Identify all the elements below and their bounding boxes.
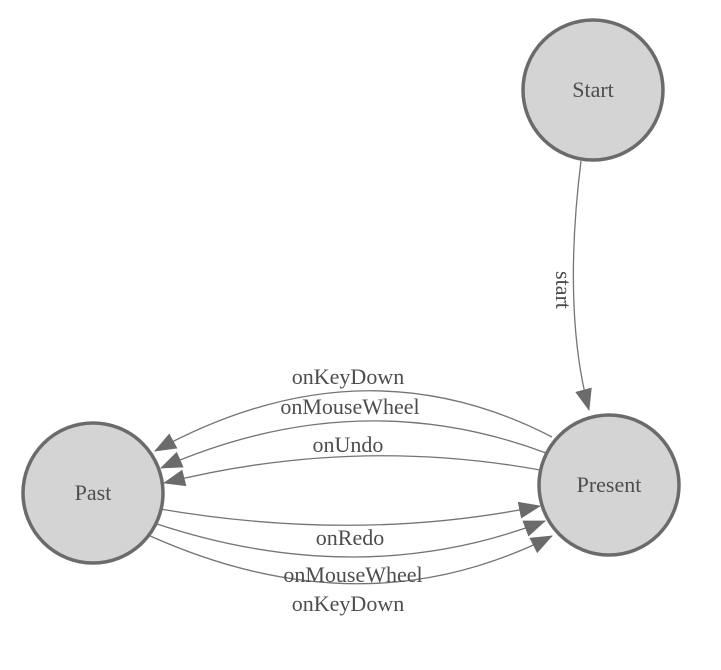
- edge-label-onredo: onRedo: [316, 525, 384, 550]
- state-circle-present[interactable]: [537, 413, 681, 557]
- state-node-start[interactable]: Start: [521, 18, 665, 162]
- edge-past-to-present-onkeydown: [147, 534, 553, 585]
- edge-present-to-past-onmousewheel: [160, 420, 547, 469]
- state-label-past: Past: [75, 480, 112, 505]
- edge-label-onmousewheel-bottom: onMouseWheel: [283, 562, 422, 587]
- edge-label-onkeydown-top: onKeyDown: [292, 364, 404, 389]
- edge-start-to-present: [572, 160, 592, 411]
- state-label-start: Start: [572, 77, 614, 102]
- state-node-present[interactable]: Present: [537, 413, 681, 557]
- edge-present-to-past-onundo: [163, 455, 541, 487]
- edge-label-onkeydown-bottom: onKeyDown: [292, 591, 404, 616]
- edge-past-to-present-onmousewheel: [153, 520, 546, 558]
- state-circle-start[interactable]: [521, 18, 665, 162]
- edge-past-to-present-onredo: [159, 501, 541, 526]
- edge-label-start: start: [551, 271, 576, 309]
- edge-present-to-past-onkeydown: [154, 390, 553, 452]
- edge-label-onmousewheel-top: onMouseWheel: [280, 394, 419, 419]
- state-node-past[interactable]: Past: [21, 421, 165, 565]
- state-label-present: Present: [577, 472, 642, 497]
- state-circle-past[interactable]: [21, 421, 165, 565]
- edge-label-onundo: onUndo: [313, 432, 384, 457]
